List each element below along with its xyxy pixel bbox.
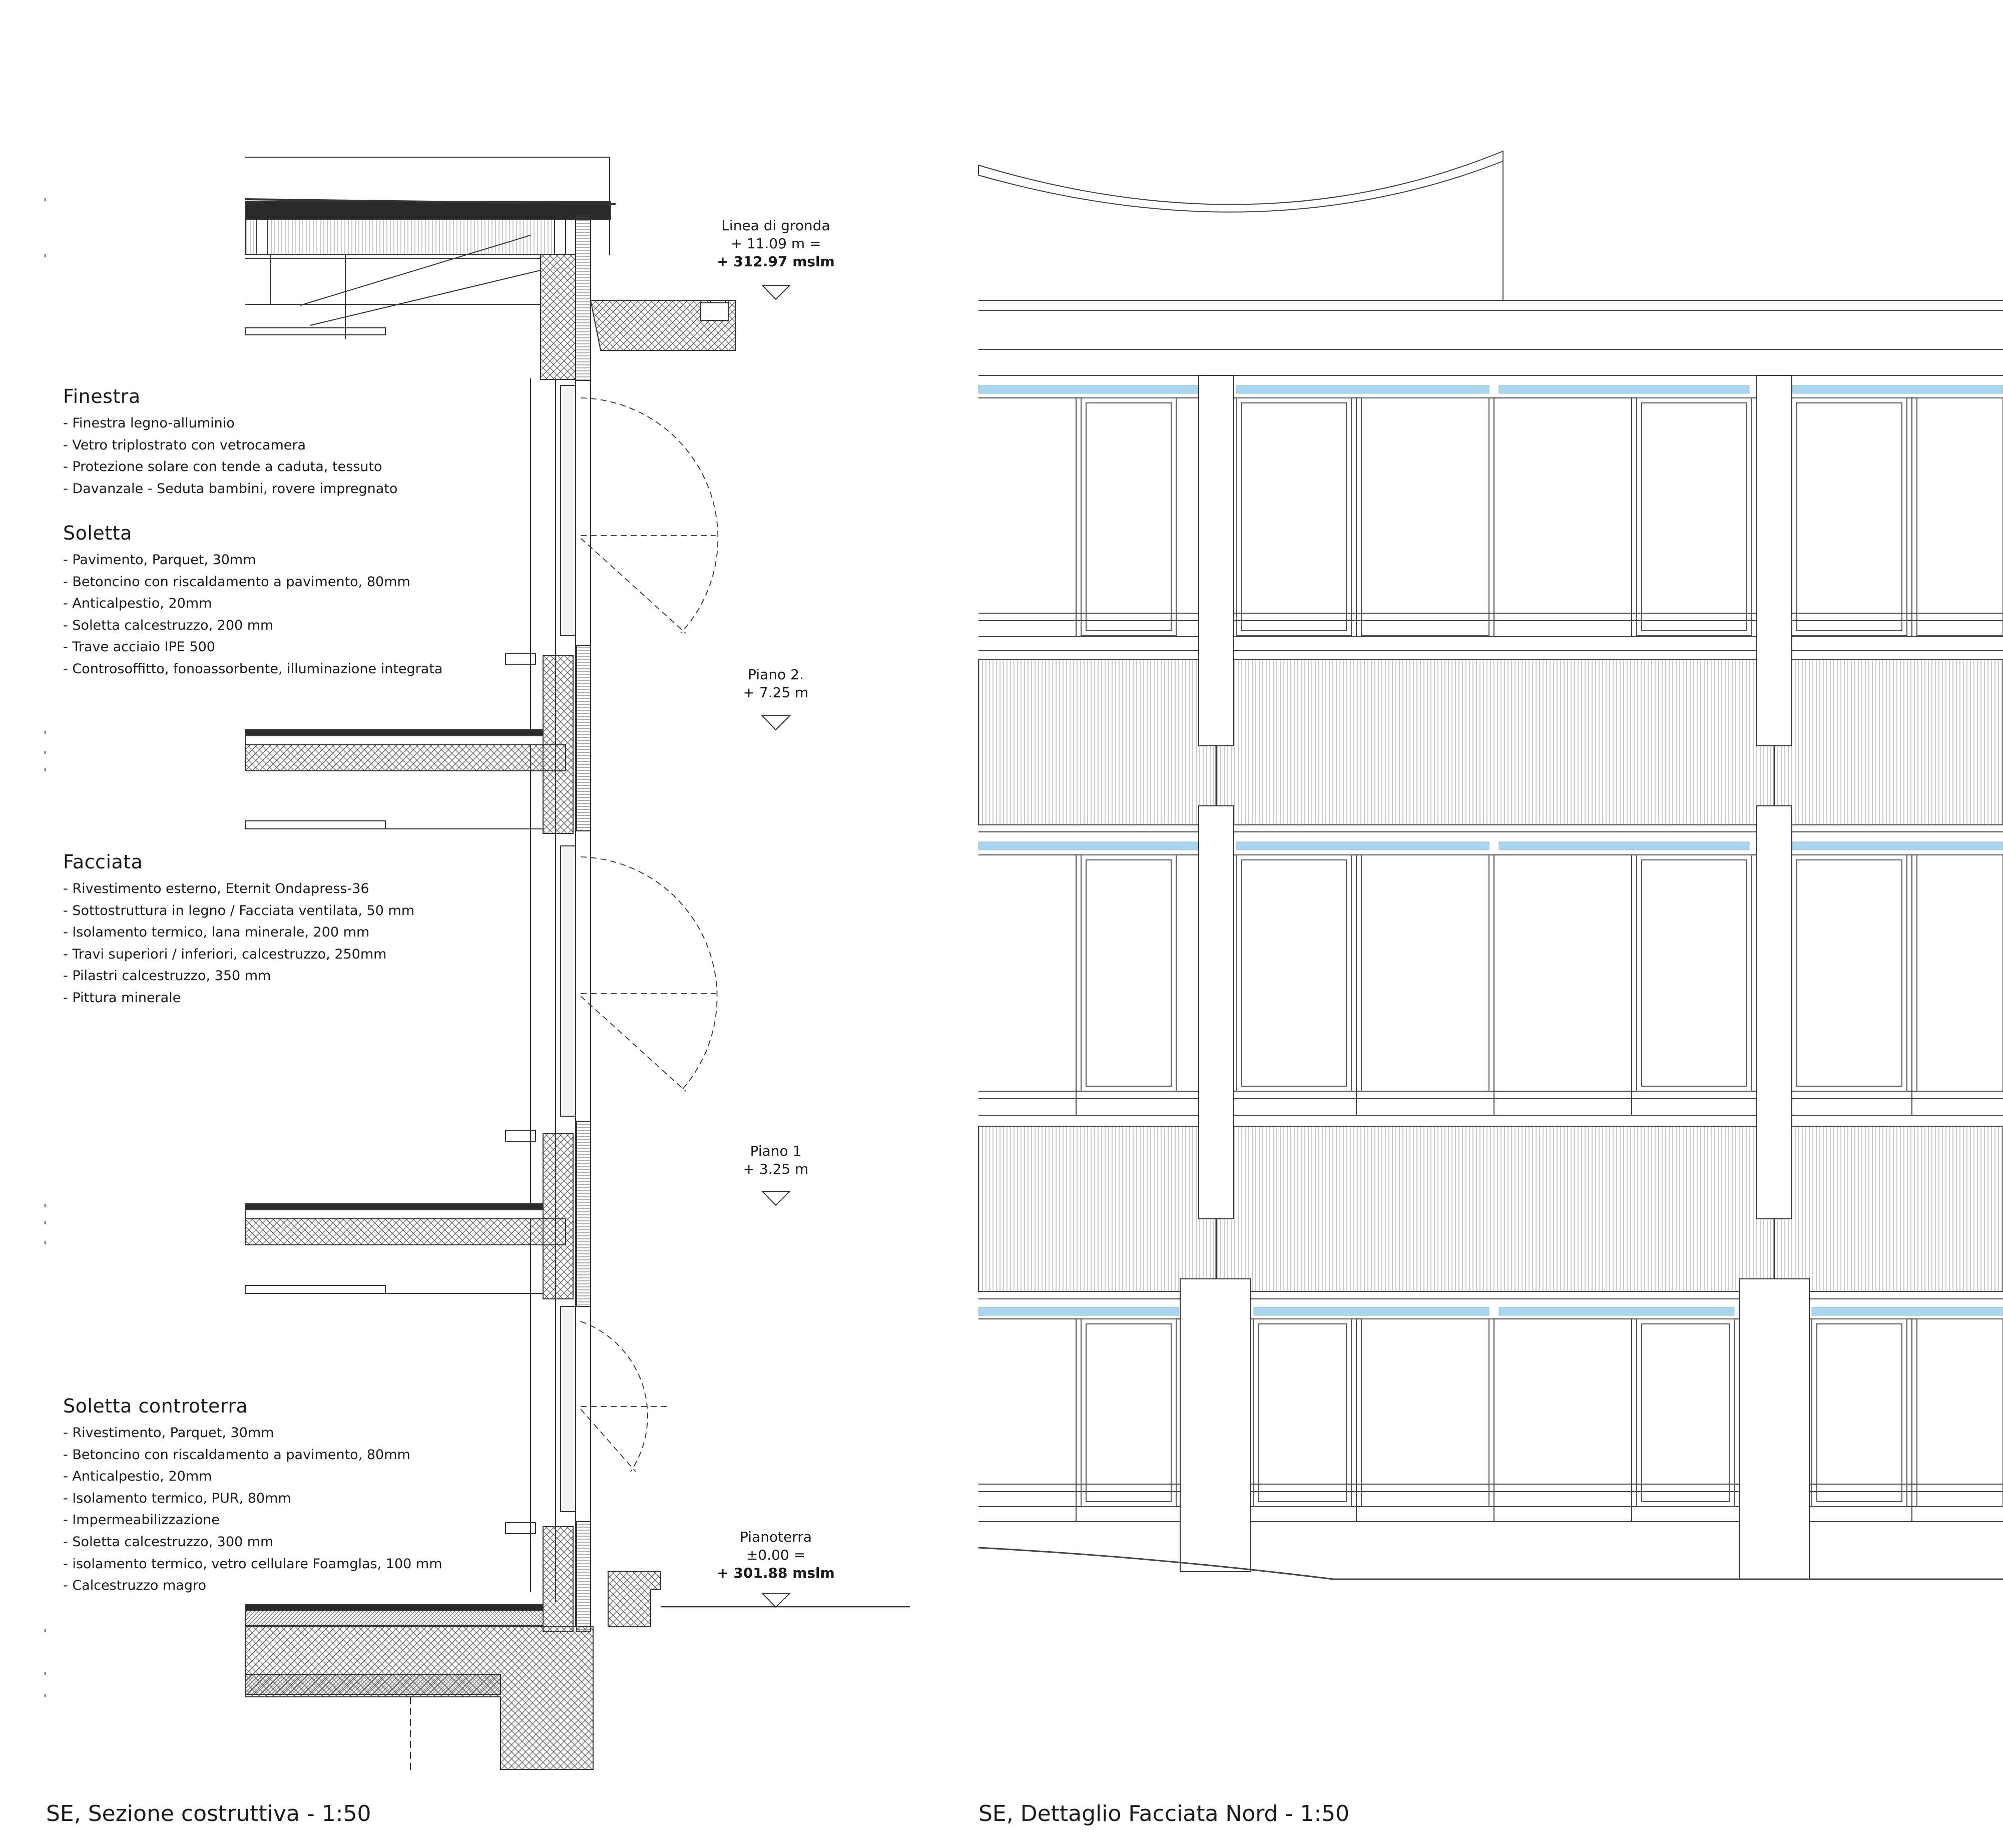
cladding-band	[978, 659, 2003, 825]
spec-item: - Isolamento termico, lana minerale, 200…	[63, 925, 370, 941]
level-elevation: + 301.88 mslm	[717, 1565, 835, 1581]
facade-wall	[530, 378, 591, 1632]
spec-item: - Davanzale - Seduta bambini, rovere imp…	[63, 481, 398, 497]
spec-item: - Pavimento, Parquet, 30mm	[63, 552, 256, 568]
spec-item: - Rivestimento, Parquet, 30mm	[63, 1425, 274, 1441]
spec-title: Soletta controterra	[63, 1395, 248, 1417]
spec-title: Finestra	[63, 385, 141, 407]
ground-line	[978, 1547, 2003, 1580]
spec-item: - Anticalpestio, 20mm	[63, 1469, 212, 1485]
level-height: + 11.09 m =	[730, 235, 821, 252]
level-name: Pianoterra	[740, 1529, 812, 1545]
spec-item: - Soletta calcestruzzo, 300 mm	[63, 1534, 274, 1550]
spec-item: - Anticalpestio, 20mm	[63, 596, 212, 612]
spec-item: - Finestra legno-alluminio	[63, 415, 235, 431]
glass-strips	[978, 385, 2003, 1316]
spec-item: - Pittura minerale	[63, 990, 181, 1006]
spec-item: - Vetro triplostrato con vetrocamera	[63, 437, 306, 453]
level-height: + 7.25 m	[743, 684, 809, 701]
caption-section: SE, Sezione costruttiva - 1:50	[46, 1801, 371, 1826]
spec-item: - Protezione solare con tende a caduta, …	[63, 459, 382, 475]
level-name: Linea di gronda	[721, 217, 830, 234]
spec-item: - Soletta calcestruzzo, 200 mm	[63, 617, 274, 633]
spec-item: - Calcestruzzo magro	[63, 1578, 207, 1594]
spec-item: - Pilastri calcestruzzo, 350 mm	[63, 968, 271, 984]
level-name: Piano 2.	[748, 666, 804, 683]
spec-block-soletta-controterra: Soletta controterra - Rivestimento, Parq…	[63, 1395, 504, 1597]
slab-ground	[245, 1522, 910, 1772]
spec-block-soletta: Soletta - Pavimento, Parquet, 30mm - Bet…	[63, 522, 504, 680]
mullions	[1076, 398, 1912, 1522]
level-label-gronda: Linea di gronda + 11.09 m = + 312.97 msl…	[701, 217, 851, 271]
level-markers	[761, 285, 791, 1608]
spec-item: - Rivestimento esterno, Eternit Ondapres…	[63, 881, 369, 896]
spec-item: - Trave acciaio IPE 500	[63, 639, 215, 655]
level-label-pianoterra: Pianoterra ±0.00 = + 301.88 mslm	[701, 1528, 851, 1582]
spec-item: - Betoncino con riscaldamento a paviment…	[63, 1447, 410, 1463]
facade-elevation	[978, 150, 2003, 1580]
spec-item: - isolamento termico, vetro cellulare Fo…	[63, 1556, 442, 1572]
caption-facade: SE, Dettaglio Facciata Nord - 1:50	[978, 1801, 1350, 1826]
floor-lines	[978, 375, 2003, 1522]
spec-item: - Controsoffitto, fonoassorbente, illumi…	[63, 661, 443, 677]
level-label-piano2: Piano 2. + 7.25 m	[701, 666, 851, 702]
window-swing-arcs	[580, 397, 719, 1472]
level-elevation: + 312.97 mslm	[717, 253, 835, 270]
spec-title: Soletta	[63, 522, 132, 544]
level-height: + 3.25 m	[743, 1161, 809, 1177]
level-label-piano1: Piano 1 + 3.25 m	[701, 1142, 851, 1178]
spec-item: - Impermeabilizzazione	[63, 1512, 220, 1528]
spec-block-facciata: Facciata - Rivestimento esterno, Eternit…	[63, 851, 504, 1009]
construction-section	[45, 157, 910, 1772]
roof-curve	[978, 150, 1504, 213]
spec-title: Facciata	[63, 851, 143, 873]
spec-item: - Isolamento termico, PUR, 80mm	[63, 1490, 291, 1506]
spec-item: - Betoncino con riscaldamento a paviment…	[63, 574, 410, 590]
window-frames	[1081, 397, 2003, 1507]
level-height: ±0.00 =	[746, 1547, 806, 1563]
roof-section	[245, 157, 736, 381]
slab-piano2	[245, 653, 574, 834]
spec-item: - Sottostruttura in legno / Facciata ven…	[63, 902, 415, 918]
spec-block-finestra: Finestra - Finestra legno-alluminio - Ve…	[63, 385, 504, 500]
slab-piano1	[245, 1130, 574, 1299]
cladding-band	[978, 1126, 2003, 1292]
spec-item: - Travi superiori / inferiori, calcestru…	[63, 946, 387, 962]
pillars	[1180, 375, 1810, 1580]
level-name: Piano 1	[750, 1143, 802, 1159]
